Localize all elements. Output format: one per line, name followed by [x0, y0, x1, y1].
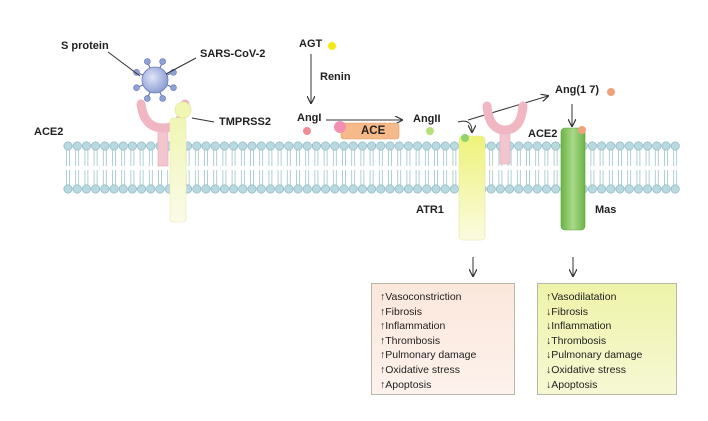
- effect-item: ↑Vasoconstriction: [380, 291, 462, 303]
- effect-item: ↓Oxidative stress: [546, 363, 626, 376]
- effect-item: ↑Oxidative stress: [380, 363, 460, 376]
- effect-item: ↑Pulmonary damage: [380, 349, 477, 362]
- effect-item: ↑Inflammation: [380, 320, 446, 333]
- atr1-receptor: [458, 134, 486, 241]
- ang-1-7-molecule: [607, 88, 615, 96]
- ace-enzyme: [334, 121, 400, 140]
- s-protein-pointer: [107, 51, 141, 77]
- effect-item: ↓Fibrosis: [546, 305, 589, 318]
- sars-cov-2-pointer: [165, 57, 197, 75]
- sars-cov-2-virus-icon: [133, 58, 177, 102]
- ang-1-7-label: Ang(1 7): [555, 84, 599, 96]
- angii-to-atr1-arrow: [457, 120, 472, 132]
- tmprss2-label: TMPRSS2: [219, 116, 271, 128]
- mas-label: Mas: [595, 204, 617, 216]
- effect-item: ↑Apoptosis: [380, 378, 432, 391]
- mas-receptor: [560, 126, 586, 231]
- ace2-receptor-right: [482, 101, 528, 165]
- atr1-effects-box: ↑Vasoconstriction ↑Fibrosis ↑Inflammatio…: [371, 283, 515, 395]
- effect-item: ↑Vasodilatation: [546, 291, 617, 303]
- angii-molecule: [426, 127, 434, 135]
- s-protein-label: S protein: [61, 40, 109, 52]
- effect-item: ↓Pulmonary damage: [546, 349, 643, 362]
- angii-label: AngII: [413, 113, 441, 125]
- mas-effects-box: ↑Vasodilatation ↓Fibrosis ↓Inflammation …: [537, 283, 677, 395]
- ace2-conversion-arrow: [467, 96, 548, 121]
- effect-item: ↑Fibrosis: [380, 305, 423, 318]
- tmprss2-protein: [169, 101, 192, 223]
- effect-item: ↓Thrombosis: [546, 334, 607, 347]
- sars-cov-2-label: SARS-CoV-2: [200, 48, 266, 60]
- angi-molecule: [303, 127, 311, 135]
- effect-item: ↑Thrombosis: [380, 334, 441, 347]
- agt-label: AGT: [299, 38, 323, 50]
- ace2-label-right: ACE2: [528, 128, 558, 140]
- renin-label: Renin: [320, 71, 351, 83]
- agt-molecule: [328, 42, 336, 50]
- atr1-label: ATR1: [416, 204, 444, 216]
- ace2-label-left: ACE2: [34, 126, 64, 138]
- effect-item: ↓Apoptosis: [546, 378, 598, 391]
- tmprss2-pointer: [191, 117, 215, 123]
- cell-membrane: [63, 141, 680, 194]
- ace-label: ACE: [361, 125, 386, 137]
- effect-item: ↓Inflammation: [546, 320, 612, 333]
- angi-label: AngI: [297, 112, 322, 124]
